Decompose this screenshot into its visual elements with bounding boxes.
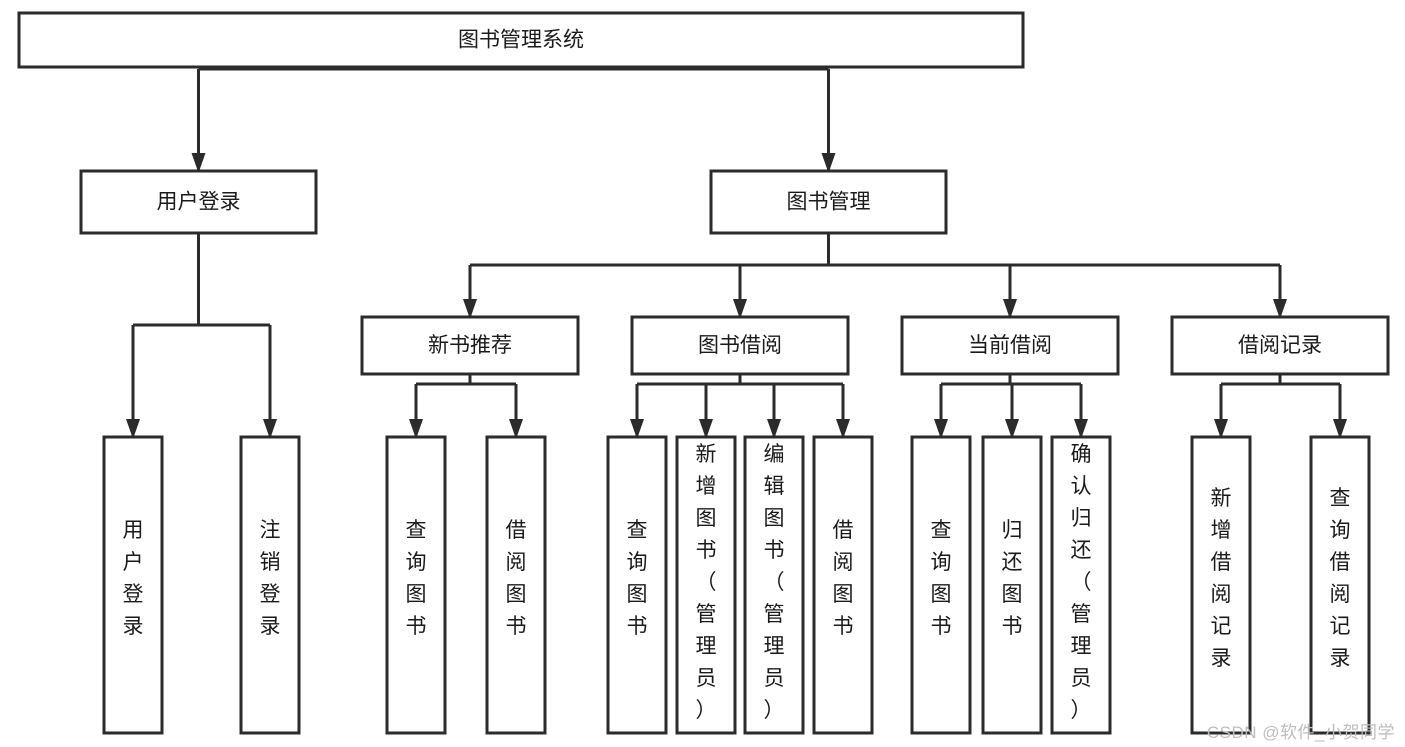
node-leaf-query-record[interactable]: 查询借阅记录 (1309, 435, 1371, 735)
node-box[interactable] (1190, 435, 1252, 735)
node-leaf-user-login[interactable]: 用户登录 (102, 435, 164, 735)
node-box[interactable] (606, 435, 668, 735)
arrow-head-icon (463, 299, 477, 319)
node-leaf-user-logout[interactable]: 注销登录 (239, 435, 301, 735)
node-leaf-confirm-return[interactable]: 确认归还（管理员） (1050, 435, 1112, 735)
node-label: 查询图书 (627, 519, 648, 638)
arrow-head-icon (821, 153, 836, 173)
node-box[interactable] (239, 435, 301, 735)
node-label: 借阅记录 (1238, 334, 1322, 357)
node-leaf-return-book[interactable]: 归还图书 (981, 435, 1043, 735)
arrow-head-icon (767, 419, 781, 439)
node-label: 借阅图书 (506, 519, 527, 638)
node-label: 注销登录 (260, 519, 281, 638)
arrow-head-icon (1003, 299, 1017, 319)
node-box[interactable] (385, 435, 447, 735)
node-box[interactable] (812, 435, 874, 735)
arrow-head-icon (1333, 419, 1347, 439)
node-book-borrow[interactable]: 图书借阅 (630, 315, 850, 376)
node-leaf-borrow-book-1[interactable]: 借阅图书 (485, 435, 547, 735)
node-box[interactable] (1170, 315, 1390, 376)
node-label: 图书管理系统 (458, 29, 584, 52)
arrow-head-icon (409, 419, 423, 439)
node-leaf-query-book-3[interactable]: 查询图书 (910, 435, 972, 735)
node-label: 查询图书 (406, 519, 427, 638)
node-user-login[interactable]: 用户登录 (79, 169, 318, 235)
node-label: 借阅图书 (833, 519, 854, 638)
node-label: 查询借阅记录 (1330, 487, 1351, 670)
node-box[interactable] (79, 169, 318, 235)
arrow-head-icon (934, 419, 948, 439)
node-box[interactable] (17, 11, 1025, 69)
node-box[interactable] (709, 169, 948, 235)
node-box[interactable] (485, 435, 547, 735)
node-box[interactable] (675, 435, 737, 735)
node-root[interactable]: 图书管理系统 (17, 11, 1025, 69)
node-leaf-add-book[interactable]: 新增图书（管理员） (675, 435, 737, 735)
node-box[interactable] (981, 435, 1043, 735)
node-leaf-add-record[interactable]: 新增借阅记录 (1190, 435, 1252, 735)
arrow-head-icon (699, 419, 713, 439)
node-box[interactable] (900, 315, 1120, 376)
node-layer: 图书管理系统用户登录图书管理新书推荐图书借阅当前借阅借阅记录用户登录注销登录查询… (17, 11, 1390, 735)
arrow-head-icon (1214, 419, 1228, 439)
node-label: 用户登录 (123, 519, 144, 638)
connector-layer (126, 67, 1347, 439)
arrow-head-icon (126, 419, 140, 439)
node-label: 图书管理 (787, 191, 871, 214)
node-leaf-query-book-2[interactable]: 查询图书 (606, 435, 668, 735)
arrow-head-icon (191, 153, 206, 173)
node-label: 编辑图书（管理员） (764, 443, 785, 722)
arrow-head-icon (1273, 299, 1287, 319)
node-box[interactable] (1309, 435, 1371, 735)
node-leaf-query-book-1[interactable]: 查询图书 (385, 435, 447, 735)
node-book-management[interactable]: 图书管理 (709, 169, 948, 235)
node-label: 当前借阅 (968, 334, 1052, 357)
node-new-book-recommend[interactable]: 新书推荐 (360, 315, 580, 376)
node-box[interactable] (743, 435, 805, 735)
node-label: 归还图书 (1002, 519, 1023, 638)
node-label: 确认归还（管理员） (1071, 443, 1092, 722)
node-box[interactable] (102, 435, 164, 735)
node-label: 新增借阅记录 (1211, 487, 1232, 670)
node-current-borrow[interactable]: 当前借阅 (900, 315, 1120, 376)
node-label: 用户登录 (157, 191, 241, 214)
node-label: 新增图书（管理员） (696, 443, 717, 722)
node-borrow-record[interactable]: 借阅记录 (1170, 315, 1390, 376)
node-leaf-edit-book[interactable]: 编辑图书（管理员） (743, 435, 805, 735)
node-box[interactable] (1050, 435, 1112, 735)
arrow-head-icon (630, 419, 644, 439)
arrow-head-icon (509, 419, 523, 439)
node-box[interactable] (630, 315, 850, 376)
arrow-head-icon (733, 299, 747, 319)
arrow-head-icon (836, 419, 850, 439)
node-label: 新书推荐 (428, 334, 512, 357)
arrow-head-icon (1005, 419, 1019, 439)
node-box[interactable] (910, 435, 972, 735)
arrow-head-icon (1074, 419, 1088, 439)
node-label: 图书借阅 (698, 334, 782, 357)
node-label: 查询图书 (931, 519, 952, 638)
node-leaf-borrow-book-2[interactable]: 借阅图书 (812, 435, 874, 735)
arrow-head-icon (263, 419, 277, 439)
node-box[interactable] (360, 315, 580, 376)
